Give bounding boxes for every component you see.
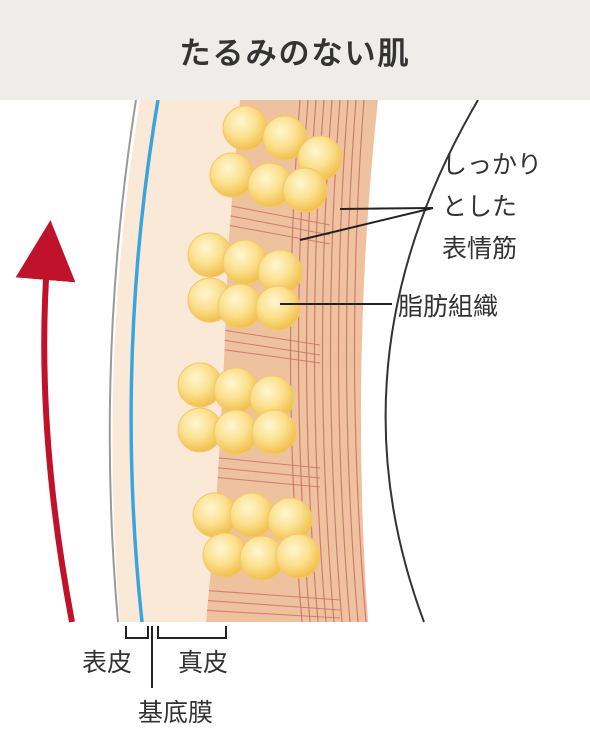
fat-tissue-label: 脂肪組織 <box>398 292 499 321</box>
basement-membrane-line <box>129 100 160 623</box>
fat-tissue <box>177 105 343 581</box>
diagram-title: たるみのない肌 <box>179 35 411 72</box>
basement-membrane-label: 基底膜 <box>138 698 214 727</box>
muscle-label-line3: 表情筋 <box>442 234 518 263</box>
layer-brackets <box>125 626 227 688</box>
dermis-label: 真皮 <box>178 648 229 677</box>
muscle-label-line1: しっかり <box>442 150 543 179</box>
up-arrow-icon <box>15 220 76 623</box>
skin-surface-line <box>108 100 137 623</box>
epidermis-label: 表皮 <box>82 648 133 677</box>
leader-lines <box>280 207 434 305</box>
muscle-label-line2: とした <box>442 192 518 221</box>
dermis-layer <box>112 100 250 622</box>
title-banner: たるみのない肌 <box>0 0 590 100</box>
inner-boundary-line <box>384 100 479 623</box>
